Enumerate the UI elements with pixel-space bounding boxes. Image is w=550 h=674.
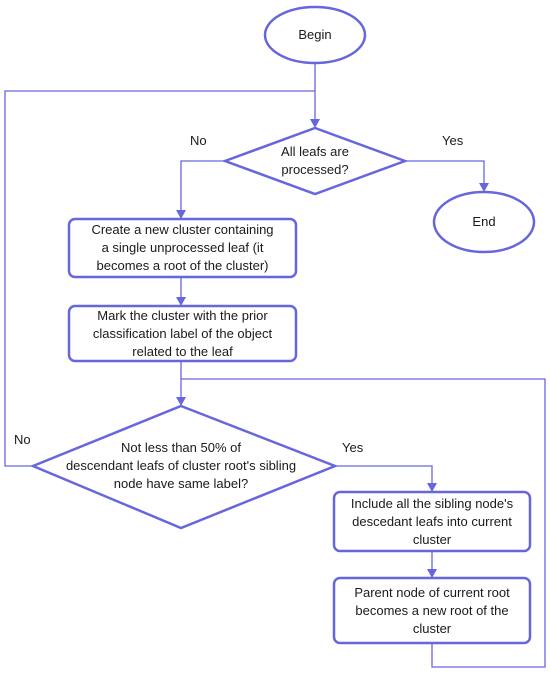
decision-all-leafs-processed-label: All leafs are processed? <box>250 128 380 194</box>
arrowhead <box>176 210 186 219</box>
decision1-no-label: No <box>190 133 207 148</box>
decision-sibling-label-text: Not less than 50% of descendant leafs of… <box>41 434 321 498</box>
include-line-3: cluster <box>412 531 452 547</box>
mark-cluster-box <box>67 304 298 363</box>
include-line-1: Include all the sibling node's <box>350 495 514 511</box>
create-line-2: a single unprocessed leaf (it <box>101 240 264 255</box>
begin-terminal <box>263 5 367 65</box>
include-siblings-label: Include all the sibling node's descedant… <box>334 492 530 551</box>
arrowhead <box>310 119 320 128</box>
edge-decision1-yes <box>405 160 485 184</box>
parent-line-1: Parent node of current root <box>354 584 510 600</box>
parent-line-3: cluster <box>412 620 452 636</box>
create-line-1: Create a new cluster containing <box>91 222 274 237</box>
edge-decision1-no <box>180 160 225 211</box>
decision2-yes-label: Yes <box>342 440 364 455</box>
connectors <box>4 63 546 668</box>
edge-decision2-yes <box>335 465 433 484</box>
decision2-no-label: No <box>14 432 31 447</box>
create-line-3: becomes a root of the cluster) <box>96 258 269 273</box>
decision2-line-3: node have same label? <box>113 476 249 491</box>
decision1-yes-label: Yes <box>442 133 464 148</box>
mark-line-1: Mark the cluster with the prior <box>97 307 268 323</box>
end-label: End <box>472 214 496 229</box>
mark-cluster-label: Mark the cluster with the prior classifi… <box>69 306 296 361</box>
decision1-line-1: All leafs are <box>281 144 349 159</box>
edge-decision2-no <box>4 90 315 467</box>
decision2-line-1: Not less than 50% of <box>121 440 241 455</box>
include-siblings-box <box>332 490 532 553</box>
parent-line-2: becomes a new root of the <box>355 602 509 618</box>
include-line-2: descedant leafs into current <box>352 513 512 529</box>
mark-line-3: related to the leaf <box>132 343 233 359</box>
edge-parent-loop-back <box>181 378 546 668</box>
end-terminal <box>432 190 536 254</box>
create-cluster-box <box>67 217 298 279</box>
decision-sibling-label <box>29 404 339 530</box>
arrowhead <box>427 483 437 492</box>
parent-root-label: Parent node of current root becomes a ne… <box>334 578 530 643</box>
arrowhead <box>479 183 489 192</box>
arrowhead <box>176 397 186 406</box>
create-cluster-label: Create a new cluster containing a single… <box>69 219 296 277</box>
parent-root-box <box>332 576 532 645</box>
begin-label: Begin <box>298 27 332 42</box>
mark-line-2: classification label of the object <box>92 325 273 341</box>
decision1-line-2: processed? <box>281 162 349 177</box>
arrowhead <box>427 569 437 578</box>
decision2-line-2: descendant leafs of cluster root's sibli… <box>65 458 297 473</box>
arrowhead <box>176 297 186 306</box>
decision-all-leafs-processed <box>221 126 409 196</box>
